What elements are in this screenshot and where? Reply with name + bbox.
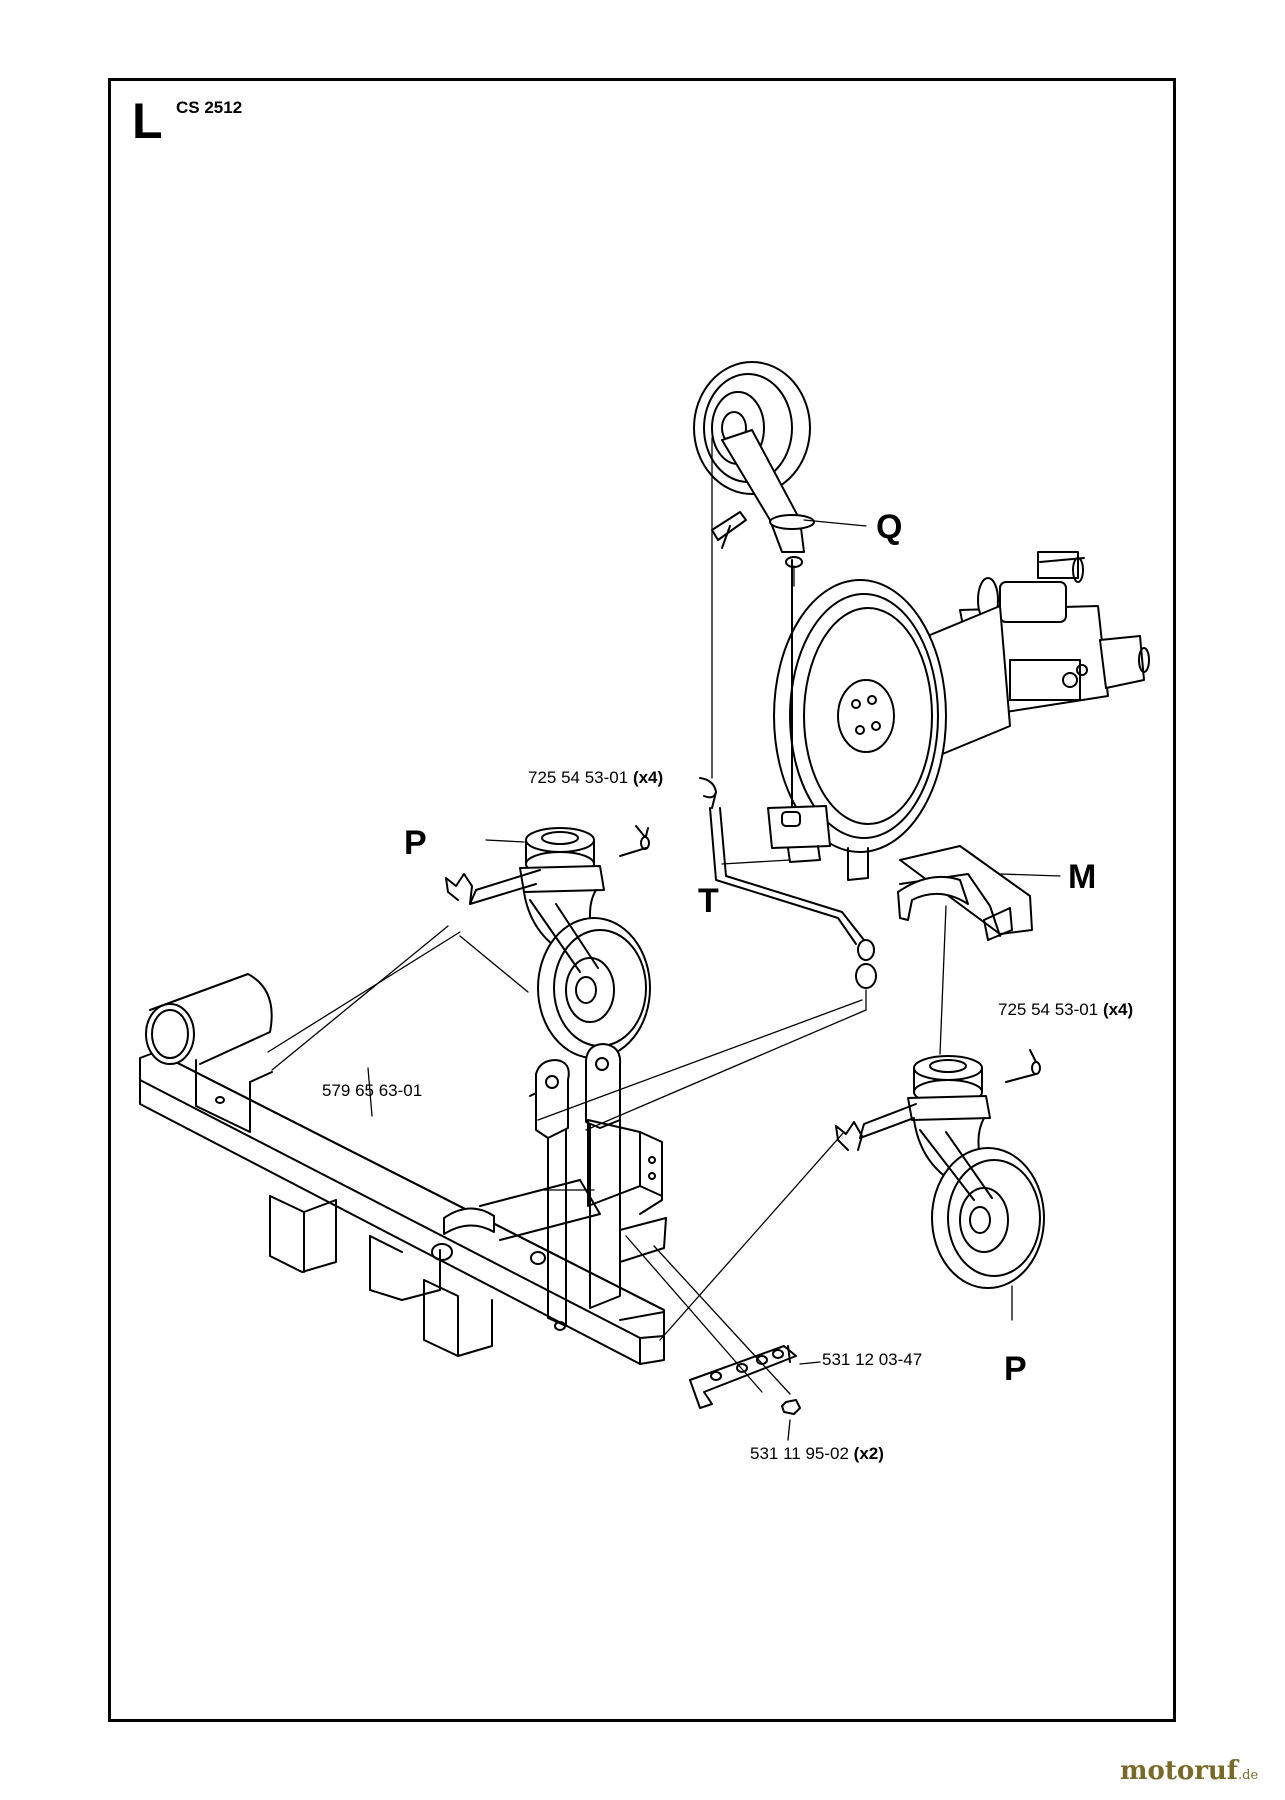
hitch-pin [699,777,877,989]
top-wheel-assembly [693,361,815,568]
watermark-tld: .de [1238,1768,1259,1783]
part-label-bracket: 531 12 03-47 [822,1351,922,1368]
hex-nut [781,1399,801,1415]
leader-lines [267,437,1061,1441]
part-number: 531 12 03-47 [822,1350,923,1369]
watermark-logo: motoruf.de [1120,1758,1258,1784]
left-caster-assembly [445,825,651,1059]
callout-p-left: P [404,824,427,862]
part-number: 725 54 53-01 [998,1000,1099,1019]
part-label-bolt-left: 725 54 53-01 (x4) [528,769,663,786]
main-wheel-motor-assembly [767,551,1150,941]
page-border [108,78,1176,1722]
part-label-nut: 531 11 95-02 (x2) [750,1445,884,1462]
part-quantity: (x4) [1102,1000,1134,1019]
callout-m: M [1068,858,1097,896]
callout-p-right: P [1004,1350,1027,1388]
callout-q: Q [876,508,903,546]
model-number: CS 2512 [176,98,243,117]
tube-socket [145,1003,195,1065]
part-number: 531 11 95-02 [750,1444,849,1463]
base-frame [139,973,667,1365]
right-caster-assembly [835,1049,1045,1289]
part-number: 725 54 53-01 [528,768,629,787]
section-letter: L [132,93,163,149]
part-number: 579 65 63-01 [322,1081,423,1100]
watermark-brand: motoruf [1120,1756,1238,1786]
part-quantity: (x4) [632,768,664,787]
part-quantity: (x2) [853,1444,884,1463]
callout-t: T [698,882,719,920]
part-label-bolt-right: 725 54 53-01 (x4) [998,1001,1133,1018]
mounting-bracket [689,1345,797,1409]
part-label-frame: 579 65 63-01 [322,1082,422,1099]
